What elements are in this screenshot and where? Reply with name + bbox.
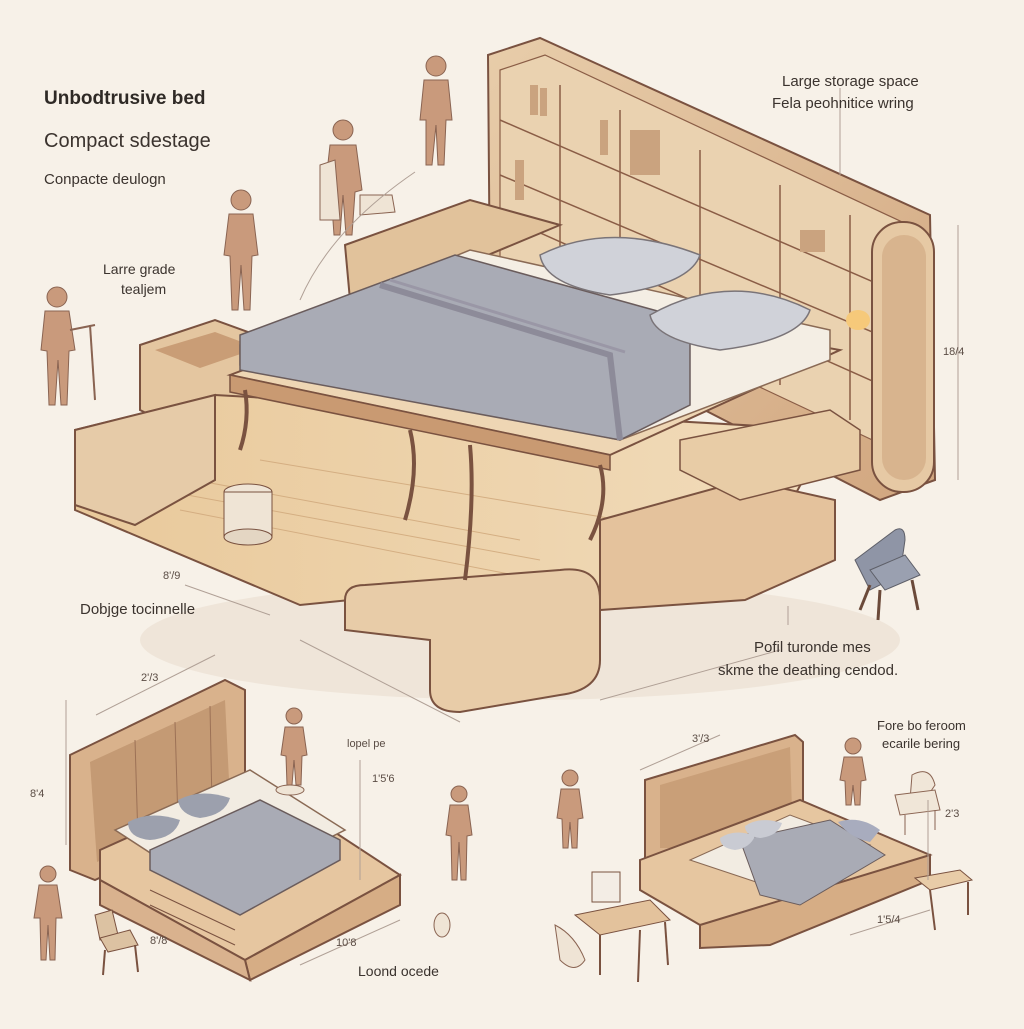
title: Unbodtrusive bed xyxy=(44,88,206,109)
dim-bl-bottom1: 8'/8 xyxy=(150,935,168,947)
storage-label-1: Large storage space xyxy=(782,73,919,90)
larre-label-1: Larre grade xyxy=(103,261,176,277)
dim-bl-top: 2'/3 xyxy=(141,672,159,684)
subtitle: Compact sdestage xyxy=(44,130,211,152)
storage-label-2: Fela peohnitice wring xyxy=(772,95,914,112)
front-drawer xyxy=(344,568,601,714)
chair xyxy=(894,771,941,835)
bed-variant-left xyxy=(69,678,402,982)
figures-bottom-right xyxy=(556,737,867,849)
desk xyxy=(554,871,672,983)
dim-left: 8'/9 xyxy=(163,570,181,582)
dim-bl-right: 1'5'6 xyxy=(372,773,395,785)
bed-variant-right xyxy=(639,733,933,950)
dim-br-right: 2'3 xyxy=(945,808,960,820)
dim-right: 18/4 xyxy=(943,346,965,358)
fore-label-1: Fore bo feroom xyxy=(877,718,966,733)
human-figures xyxy=(40,55,453,406)
point-label-1: Pofil turonde mes xyxy=(754,639,871,656)
figures-bottom-left xyxy=(33,707,473,961)
dim-bl-tiny: lopel pe xyxy=(347,738,386,750)
chair xyxy=(854,528,921,621)
point-label-2: skme the deathing cendod. xyxy=(718,662,899,679)
pillow xyxy=(539,236,701,296)
blanket xyxy=(239,254,691,441)
main-bed xyxy=(74,36,937,714)
dim-bl-bottom2: 10'8 xyxy=(336,937,357,949)
larre-label-2: tealjem xyxy=(121,281,167,297)
loond-label: Loond ocede xyxy=(358,963,439,979)
dim-bl-left: 8'4 xyxy=(30,788,45,800)
dim-br-top: 3'/3 xyxy=(692,733,710,745)
design-label: Conpacte deulogn xyxy=(44,171,166,188)
dobjge-label: Dobjge tocinnelle xyxy=(80,601,196,618)
dim-br-bottom: 1'5/4 xyxy=(877,914,901,926)
pillow xyxy=(649,290,811,351)
fore-label-2: ecarile bering xyxy=(882,736,961,751)
chair xyxy=(94,909,139,976)
